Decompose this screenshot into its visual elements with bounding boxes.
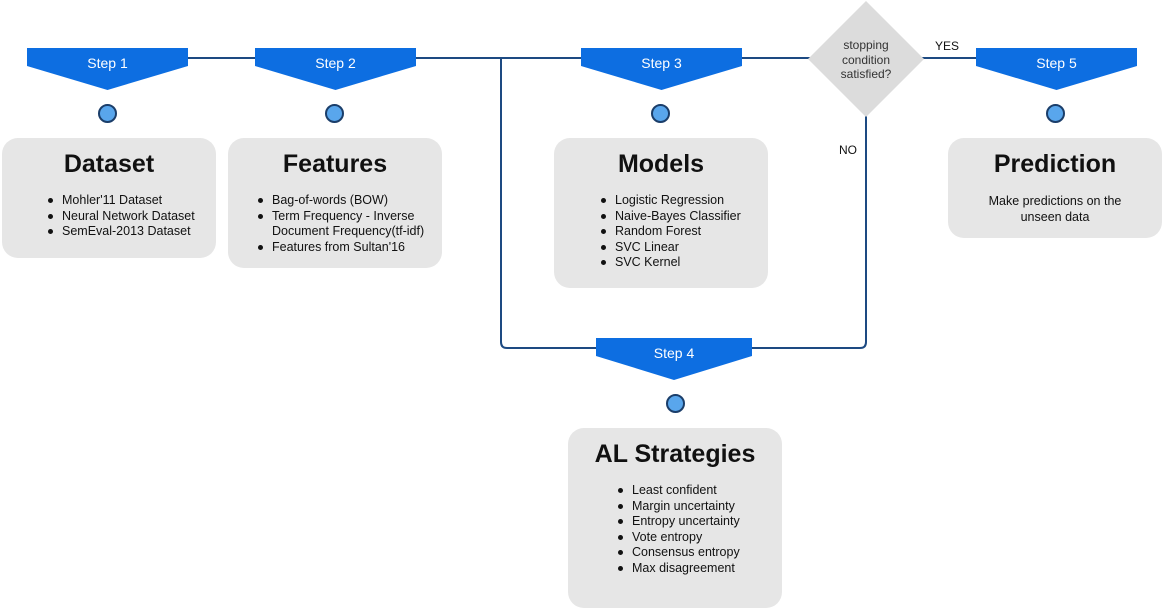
list-item: Least confident [618,483,782,499]
list-item: Vote entropy [618,530,782,546]
features-list: Bag-of-words (BOW) Term Frequency - Inve… [258,193,438,255]
dataset-card: Dataset Mohler'11 Dataset Neural Network… [2,138,216,258]
list-item: Neural Network Dataset [48,209,216,225]
prediction-card: Prediction Make predictions on the unsee… [948,138,1162,238]
step1-banner-shape [27,48,188,90]
features-title: Features [282,150,388,178]
step5-banner: Step 5 [976,48,1137,90]
list-item: Entropy uncertainty [618,514,782,530]
models-list: Logistic Regression Naive-Bayes Classifi… [601,193,768,271]
step3-node-dot [651,104,670,123]
step2-banner-shape [255,48,416,90]
features-card: Features Bag-of-words (BOW) Term Frequen… [228,138,442,268]
list-item: Consensus entropy [618,545,782,561]
step1-node-dot [98,104,117,123]
al-strategies-card: AL Strategies Least confident Margin unc… [568,428,782,608]
step5-label: Step 5 [1036,55,1077,71]
no-label: NO [839,143,857,157]
list-item: Naive-Bayes Classifier [601,209,768,225]
stopping-condition-decision: stopping condition satisfied? [808,1,924,117]
decision-diamond-shape [808,1,924,117]
step4-label: Step 4 [653,345,695,361]
step1-label: Step 1 [87,55,128,71]
al-strategies-title: AL Strategies [594,440,756,468]
list-item: Max disagreement [618,561,782,577]
step2-label: Step 2 [315,55,356,71]
list-item: Margin uncertainty [618,499,782,515]
step4-banner-shape [596,338,752,380]
decision-text: stopping condition satisfied? [840,38,892,81]
step3-label: Step 3 [641,55,682,71]
yes-label: YES [935,39,960,53]
connector-step4-return [500,58,597,349]
dataset-title: Dataset [63,150,155,178]
connector-loop-step4 [752,115,867,349]
step5-node-dot [1046,104,1065,123]
list-item: Term Frequency - Inverse Document Freque… [258,209,438,240]
list-item: Logistic Regression [601,193,768,209]
step4-banner: Step 4 [596,338,757,380]
dataset-list: Mohler'11 Dataset Neural Network Dataset… [48,193,216,240]
al-strategies-list: Least confident Margin uncertainty Entro… [618,483,782,577]
step2-node-dot [325,104,344,123]
step3-banner: Step 3 [581,48,742,90]
step4-node-dot [666,394,685,413]
prediction-description: Make predictions on the unseen data [988,194,1122,224]
step3-banner-shape [581,48,742,90]
step2-banner: Step 2 [255,48,416,90]
list-item: Random Forest [601,224,768,240]
models-title: Models [617,150,705,178]
list-item: SemEval-2013 Dataset [48,224,216,240]
list-item: Features from Sultan'16 [258,240,438,256]
prediction-title: Prediction [993,150,1117,178]
list-item: SVC Linear [601,240,768,256]
list-item: Bag-of-words (BOW) [258,193,438,209]
models-card: Models Logistic Regression Naive-Bayes C… [554,138,768,288]
step1-banner: Step 1 [27,48,188,90]
list-item: SVC Kernel [601,255,768,271]
list-item: Mohler'11 Dataset [48,193,216,209]
step5-banner-shape [976,48,1137,90]
